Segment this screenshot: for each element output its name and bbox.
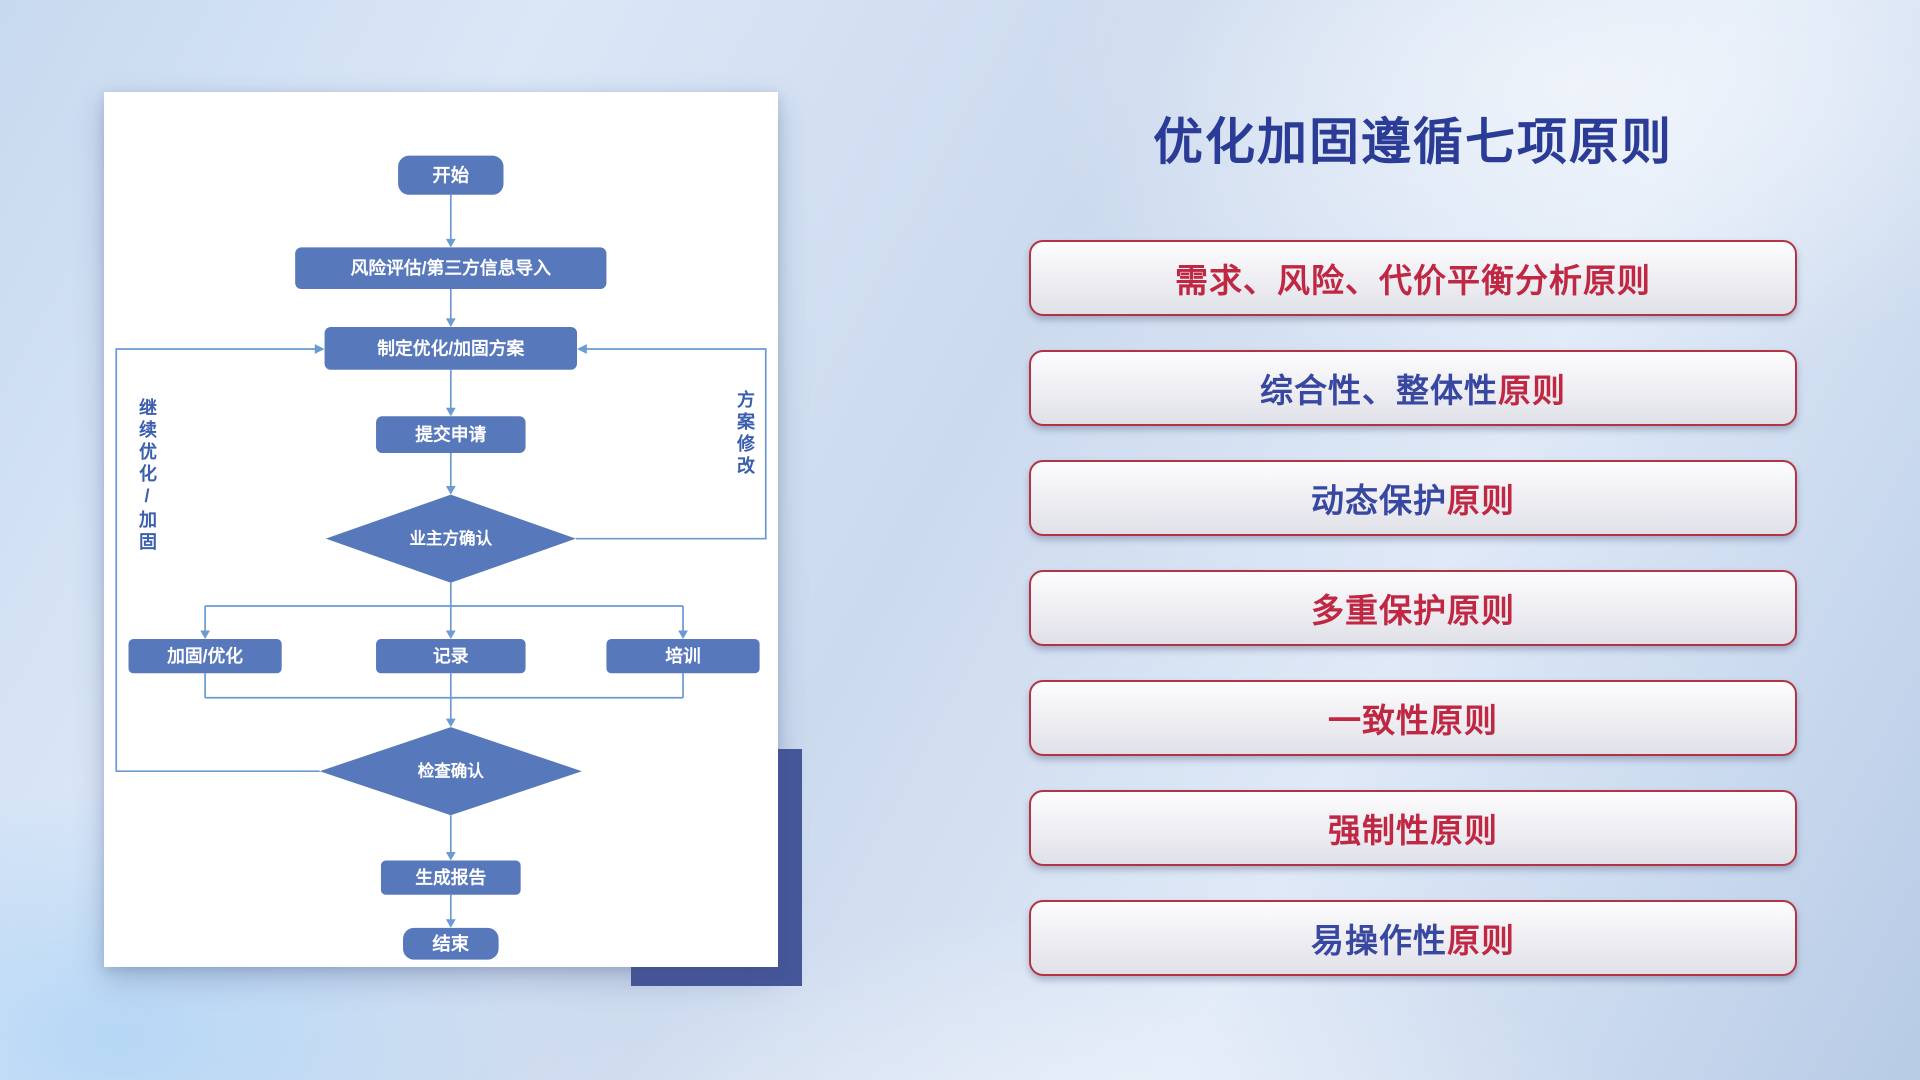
node-record-label: 记录 <box>433 646 469 666</box>
flowchart-svg: 开始 风险评估/第三方信息导入 制定优化/加固方案 提交申请 业主方确认 加固/… <box>115 155 767 960</box>
principle-label: 动态保护原则 <box>1311 474 1515 522</box>
principle-pill: 多重保护原则 <box>1029 570 1797 646</box>
principle-text-segment: 原则 <box>1498 372 1566 409</box>
node-reinforce-shape <box>128 639 282 674</box>
node-end-label: 结束 <box>432 933 469 954</box>
principle-text-segment: 多重保护原则 <box>1311 592 1515 629</box>
principle-pill: 动态保护原则 <box>1029 460 1797 536</box>
arrowhead-icon <box>445 238 456 248</box>
principle-pill: 强制性原则 <box>1029 790 1797 866</box>
principle-label: 一致性原则 <box>1328 694 1498 742</box>
principle-pill: 综合性、整体性原则 <box>1029 350 1797 426</box>
principle-label: 强制性原则 <box>1328 804 1498 852</box>
arrowhead-icon <box>445 919 456 928</box>
principle-pill: 需求、风险、代价平衡分析原则 <box>1029 240 1797 316</box>
node-owner-confirm-label: 业主方确认 <box>409 528 492 548</box>
arrowhead-icon <box>445 851 456 861</box>
principle-text-segment: 一致性原则 <box>1328 702 1498 739</box>
principles-list: 需求、风险、代价平衡分析原则 综合性、整体性原则 动态保护原则 多重保护原则 一… <box>1029 240 1797 976</box>
arrowhead-icon <box>314 344 325 354</box>
principle-label: 综合性、整体性原则 <box>1260 364 1566 412</box>
principle-text-segment: 动态保护 <box>1311 482 1447 519</box>
arrowhead-icon <box>200 630 211 640</box>
principle-text-segment: 原则 <box>1447 922 1515 959</box>
arrowhead-icon <box>445 407 456 417</box>
node-plan-shape <box>324 326 578 370</box>
principle-text-segment: 强制性原则 <box>1328 812 1498 849</box>
principle-text-segment: 易操作性 <box>1311 922 1447 959</box>
flowchart-card: 开始 风险评估/第三方信息导入 制定优化/加固方案 提交申请 业主方确认 加固/… <box>104 92 778 967</box>
node-training-label: 培训 <box>665 645 701 666</box>
label-plan-modify: 方案修改 <box>735 390 755 478</box>
principle-label: 多重保护原则 <box>1311 584 1515 632</box>
arrowhead-icon <box>678 630 688 640</box>
node-end-shape <box>403 927 499 960</box>
arrowhead-icon <box>445 718 456 728</box>
principle-text-segment: 需求、风险、代价平衡分析原则 <box>1175 262 1651 299</box>
node-reinforce-label: 加固/优化 <box>166 645 243 666</box>
node-plan-label: 制定优化/加固方案 <box>377 337 524 358</box>
node-check-confirm-diamond <box>319 727 582 816</box>
node-risk-label: 风险评估/第三方信息导入 <box>351 257 552 278</box>
flow-connectors <box>115 194 767 928</box>
principle-label: 需求、风险、代价平衡分析原则 <box>1175 254 1651 302</box>
node-record-shape <box>376 639 526 674</box>
arrowhead-icon <box>577 344 587 354</box>
arrowhead-icon <box>445 486 456 495</box>
principle-label: 易操作性原则 <box>1311 914 1515 962</box>
node-submit-shape <box>376 416 526 454</box>
node-check-confirm-label: 检查确认 <box>418 761 485 781</box>
arrowhead-icon <box>445 630 456 640</box>
connector-lines <box>115 194 767 926</box>
node-report-shape <box>380 860 521 895</box>
node-training-shape <box>606 639 760 674</box>
node-start-label: 开始 <box>432 165 469 186</box>
principle-pill: 一致性原则 <box>1029 680 1797 756</box>
node-report-label: 生成报告 <box>415 867 486 888</box>
node-start-shape <box>398 155 504 195</box>
principle-text-segment: 综合性、整体性 <box>1260 372 1498 409</box>
panel-title: 优化加固遵循七项原则 <box>1153 114 1673 170</box>
principle-text-segment: 原则 <box>1447 482 1515 519</box>
node-risk-shape <box>295 247 607 290</box>
node-submit-label: 提交申请 <box>415 424 486 445</box>
arrowhead-icon <box>445 318 456 327</box>
principle-pill: 易操作性原则 <box>1029 900 1797 976</box>
label-continue-optimize: 继续优化/加固 <box>137 398 157 554</box>
flow-nodes: 开始 风险评估/第三方信息导入 制定优化/加固方案 提交申请 业主方确认 加固/… <box>128 155 760 960</box>
